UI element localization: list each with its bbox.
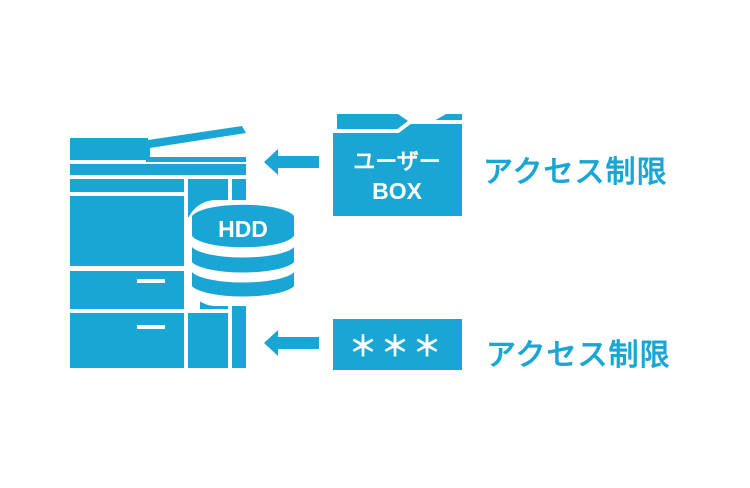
arrow-left-icon: [264, 330, 319, 356]
password-mask: ＊＊＊: [349, 330, 445, 363]
access-restriction-label-top: アクセス制限: [483, 155, 668, 190]
arrow-left-icon: [264, 149, 319, 175]
user-box-line2: BOX: [372, 178, 423, 204]
folder-icon: ユーザー BOX: [333, 114, 462, 216]
access-restriction-label-bottom: アクセス制限: [486, 338, 671, 373]
user-box-line1: ユーザー: [353, 150, 441, 175]
password-field-icon: ＊＊＊: [333, 319, 462, 370]
hdd-label: HDD: [218, 216, 268, 242]
hdd-database-icon: HDD: [186, 200, 300, 306]
